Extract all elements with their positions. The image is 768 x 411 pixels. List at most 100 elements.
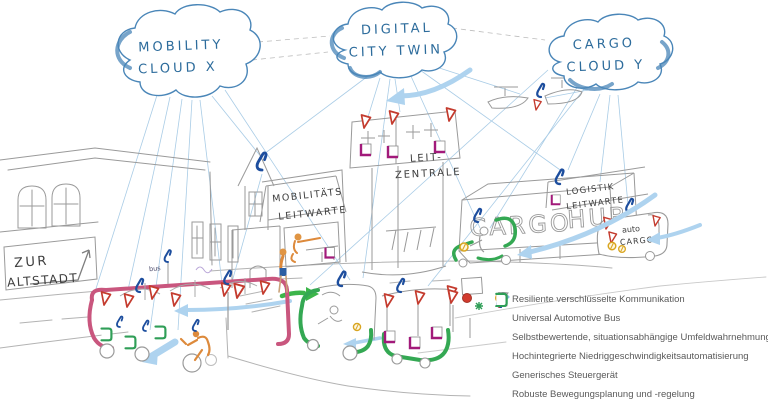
cloud-link-lines (93, 64, 629, 331)
zur-altstadt-sign: ZUR ALTSTADT (3, 236, 98, 291)
green-wheel-icon (474, 301, 484, 311)
cloud-mobility-line1: MOBILITY (138, 38, 224, 56)
bus-stop-label: bus (149, 264, 162, 273)
wheel (419, 357, 431, 369)
cloud-cargo: CARGO CLOUD Y (548, 13, 674, 91)
green-frame-icon (100, 327, 113, 342)
altstadt-buildings (0, 147, 239, 266)
cargo-drone (487, 77, 583, 109)
control-box-icon (383, 329, 397, 344)
flag-icon (259, 280, 271, 295)
church-tower (231, 146, 281, 288)
legend-label: Robuste Bewegungsplanung und -regelung (512, 388, 695, 400)
flag-icon (494, 293, 512, 345)
flag-icon (100, 291, 112, 306)
flag-icon (383, 293, 395, 308)
antenna-icon (554, 168, 565, 186)
wheel (342, 345, 358, 361)
operator-person (290, 233, 321, 263)
flag-icon (447, 289, 459, 304)
antenna-icon (116, 315, 124, 328)
cloud-cargo-line1: CARGO (572, 36, 635, 53)
cloud-cargo-line2: CLOUD Y (566, 58, 645, 76)
cloud-digital-line1: DIGITAL (361, 21, 433, 38)
logistik-line1: LOGISTIK (566, 182, 615, 198)
legend-row: Generisches Steuergerät (494, 292, 766, 383)
control-box-icon (433, 139, 447, 154)
altstadt-sign-line1: ZUR (14, 254, 50, 271)
antenna-icon (336, 270, 347, 288)
mobilitaets-leitwarte-line1: MOBILITÄTS (272, 187, 344, 205)
cloud-mobility-line2: CLOUD X (138, 60, 218, 78)
autonomous-bus (87, 276, 292, 362)
leitzentrale-building (349, 110, 461, 276)
legend-label: Universal Automotive Bus (512, 312, 621, 324)
shuttle-van (298, 283, 377, 361)
flag-icon (123, 293, 135, 308)
wheel (134, 346, 150, 362)
pedestrian (278, 248, 288, 293)
bus-stop-sign: bus (149, 262, 213, 284)
antenna-icon (396, 277, 406, 294)
flag-icon (360, 114, 372, 129)
legend-label: Selbstbewertende, situationsabhängige Um… (512, 331, 768, 343)
flag-icon (533, 98, 542, 111)
double-arrow-icon (494, 293, 512, 326)
legend-row: Selbstbewertende, situationsabhängige Um… (494, 293, 768, 345)
cargo-hub-word1: CARGO (469, 209, 573, 242)
control-box-icon (359, 142, 373, 157)
coin-icon (607, 241, 617, 251)
coin-icon (618, 244, 626, 254)
antenna-icon (255, 151, 268, 172)
cargo-truck (381, 288, 456, 369)
coin-icon (352, 322, 362, 332)
cloud-mobility: MOBILITY CLOUD X (115, 4, 261, 98)
wheel (306, 338, 320, 352)
antenna-icon (536, 82, 546, 99)
control-box-icon (324, 246, 336, 259)
cyclist (179, 330, 217, 373)
cloud-digital-line2: CITY TWIN (349, 42, 444, 60)
cloud-digital-city-twin: DIGITAL CITY TWIN (329, 1, 458, 79)
legend-row: Universal Automotive Bus (494, 293, 766, 326)
wheel (458, 258, 468, 268)
wheel (501, 255, 511, 265)
antenna-icon (191, 318, 200, 332)
coin-icon (459, 242, 469, 252)
wheel (99, 343, 115, 359)
auto-cargo-line1: auto (622, 224, 641, 235)
green-frame-icon (124, 335, 137, 350)
leitzentrale-line1: LEIT- (410, 152, 443, 165)
auto-cargo-line2: CARGO (620, 235, 655, 247)
leitzentrale-line2: ZENTRALE (395, 167, 462, 181)
green-frame-icon (154, 325, 167, 340)
mobilitaets-leitwarte-line2: LEITWARTE (278, 205, 348, 223)
control-box-icon (430, 325, 444, 340)
legend-label: Generisches Steuergerät (512, 369, 618, 381)
green-frame-icon (494, 292, 512, 402)
legend-row: Hochintegrierte Niedriggeschwindigkeitsa… (494, 293, 766, 364)
route-arrow (279, 287, 319, 301)
flag-icon (170, 292, 182, 307)
antenna-icon (163, 249, 172, 263)
antenna-icon (142, 319, 150, 332)
legend-row: Robuste Bewegungsplanung und -regelung (494, 292, 766, 402)
wheel (391, 353, 403, 365)
control-box-icon (408, 335, 422, 350)
coin-icon (494, 293, 512, 364)
control-box-icon (494, 292, 512, 383)
control-box-icon (550, 193, 562, 206)
flag-icon (445, 107, 457, 122)
legend: Resiliente verschlüsselte Kommunikation … (494, 292, 768, 406)
legend-label: Resiliente verschlüsselte Kommunikation (512, 293, 685, 305)
cloud-to-cloud-links (251, 27, 546, 61)
data-flow-arrows (148, 67, 702, 360)
wheel (645, 251, 655, 261)
flag-icon (414, 290, 426, 305)
legend-row: Resiliente verschlüsselte Kommunikation (494, 292, 766, 308)
flag-icon (220, 282, 232, 297)
arrow-heads (142, 88, 660, 365)
legend-label: Hochintegrierte Niedriggeschwindigkeitsa… (512, 350, 749, 362)
